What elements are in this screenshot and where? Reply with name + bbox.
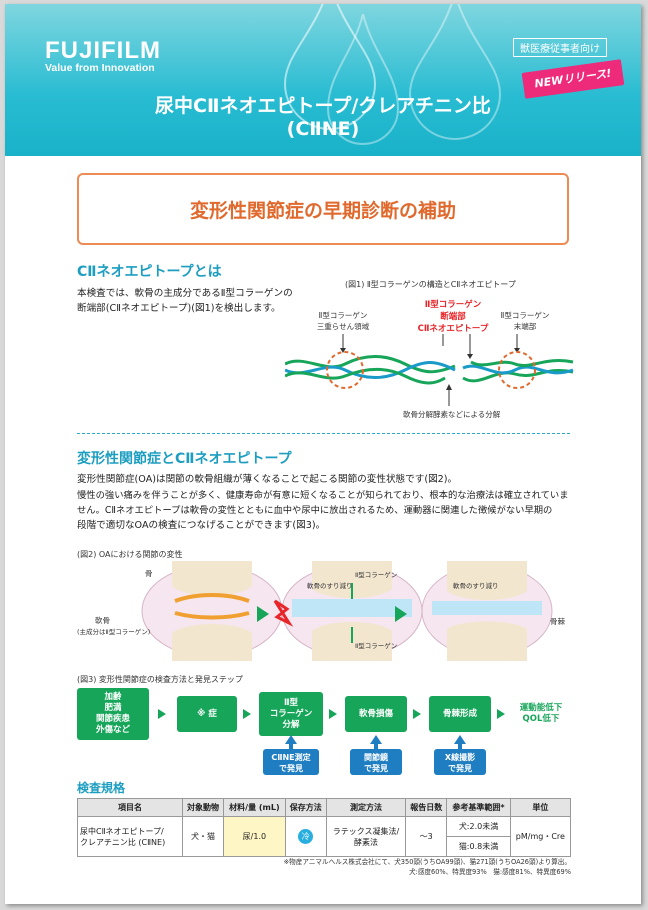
- fig2-collagen-label-2: Ⅱ型コラーゲン: [355, 642, 398, 650]
- flow-arrow: [158, 709, 166, 719]
- flow-arrow: [243, 709, 251, 719]
- fig2-spur-label: 骨棘: [550, 617, 565, 626]
- detect-cii-ne: CⅡNE測定 で発見: [263, 749, 319, 775]
- fig1-label-enzyme: 軟骨分解酵素などによる分解: [403, 410, 501, 419]
- cell-ref-cat: 猫:0.8未満: [446, 836, 511, 857]
- headline-banner: 変形性関節症の早期診断の補助: [77, 173, 569, 245]
- spec-header-row: 項目名 対象動物 材料/量 (mL) 保存方法 測定方法 報告日数 参考基準範囲…: [77, 798, 572, 817]
- headline-text: 変形性関節症の早期診断の補助: [189, 200, 456, 222]
- cell-days: 〜3: [405, 816, 448, 857]
- section1-text-1: 本検査では、軟骨の主成分であるⅡ型コラーゲンの: [77, 288, 293, 299]
- fig1-label-end: Ⅱ型コラーゲン 末端部: [495, 310, 555, 332]
- water-drop-decoration-2: [326, 14, 400, 145]
- detect-arrow: [458, 743, 462, 749]
- cell-method: ラテックス凝集法/ 酵素法: [325, 816, 407, 857]
- page-title-line1: 尿中CⅡネオエピトープ/クレアチニン比: [155, 95, 491, 117]
- cell-ref-dog: 犬:2.0未満: [446, 816, 511, 837]
- flow-step-collagen: Ⅱ型 コラーゲン 分解: [259, 692, 323, 736]
- brand-logo: FUJIFILM: [45, 37, 161, 64]
- fig1-label-triple: Ⅱ型コラーゲン 三重らせん領域: [313, 310, 373, 332]
- flow-arrow: [413, 709, 421, 719]
- section2-para-4: 段階で適切なOAの検査につなげることができます(図3)。: [77, 520, 326, 531]
- joint-degeneration-figure: [141, 561, 553, 661]
- spec-table: 項目名 対象動物 材料/量 (mL) 保存方法 測定方法 報告日数 参考基準範囲…: [77, 798, 572, 857]
- th-unit: 単位: [509, 798, 572, 817]
- fig1-label-cut-3: CⅡネオエピトープ: [417, 324, 489, 334]
- detect-arrow-head: [454, 735, 466, 744]
- refrigerated-icon: 冷: [298, 829, 314, 844]
- th-storage: 保存方法: [284, 798, 327, 817]
- fig2-bone-label: 骨: [145, 569, 153, 578]
- cell-item: 尿中CⅡネオエピトープ/ クレアチニン比 (CⅡNE): [77, 816, 183, 857]
- detect-arrow: [289, 743, 293, 749]
- water-drop-decoration: [283, 4, 377, 130]
- page-title-line2: (CⅡNE): [286, 118, 360, 140]
- fig2-cartilage-note: (主成分はⅡ型コラーゲン): [77, 628, 151, 636]
- audience-label: 獣医療従事者向け: [513, 38, 607, 57]
- detect-arthroscopy: 関節鏡 で発見: [350, 749, 402, 775]
- collagen-structure-figure: [285, 334, 574, 406]
- cell-storage: 冷: [284, 816, 327, 857]
- figure2-title: (図2) OAにおける関節の変性: [77, 550, 183, 559]
- th-method: 測定方法: [325, 798, 407, 817]
- flow-step-cause: 加齢 肥満 関節疾患 外傷など: [77, 688, 149, 740]
- header-band: FUJIFILM Value from Innovation 獣医療従事者向け …: [5, 4, 641, 156]
- fig1-label-end-1: Ⅱ型コラーゲン: [500, 311, 550, 320]
- detect-arrow: [374, 743, 378, 749]
- spec-heading: 検査規格: [77, 781, 126, 795]
- brand-tagline: Value from Innovation: [45, 62, 155, 74]
- th-reference: 参考基準範囲*: [446, 798, 511, 817]
- th-item: 項目名: [77, 798, 183, 817]
- fig1-label-cut-2: 断端部: [440, 312, 466, 322]
- flyer-page: FUJIFILM Value from Innovation 獣医療従事者向け …: [5, 4, 641, 904]
- fig1-label-end-2: 末端部: [513, 322, 537, 331]
- flow-step-spur: 骨棘形成: [429, 696, 491, 732]
- cell-unit: pM/mg・Cre: [509, 816, 572, 857]
- cell-material: 尿/1.0: [223, 816, 286, 857]
- table-row: 尿中CⅡネオエピトープ/ クレアチニン比 (CⅡNE) 犬・猫 尿/1.0 冷 …: [77, 816, 572, 857]
- figure1-title: (図1) Ⅱ型コラーゲンの構造とCⅡネオエピトープ: [345, 280, 516, 289]
- section1-heading: CⅡネオエピトープとは: [77, 264, 222, 280]
- cell-animal: 犬・猫: [181, 816, 225, 857]
- fig2-collagen-label: Ⅱ型コラーゲン: [355, 571, 398, 579]
- flow-step-cartilage: 軟骨損傷: [345, 696, 407, 732]
- fig2-wear-label-2: 軟骨のすり減り: [453, 582, 499, 590]
- footnote-1: ※物産アニマルヘルス株式会社にて、犬350頭(うちOA99頭)、猫271頭(うち…: [283, 858, 571, 866]
- fig1-label-triple-2: 三重らせん領域: [316, 322, 370, 331]
- fig2-wear-label: 軟骨のすり減り: [307, 582, 353, 590]
- fig2-cartilage-label: 軟骨: [95, 616, 110, 625]
- flow-arrow: [329, 709, 337, 719]
- flow-step-symptom: ※ 症: [177, 696, 237, 732]
- fig1-label-cut-1: Ⅱ型コラーゲン: [424, 300, 482, 310]
- water-drop-decoration-3: [408, 4, 502, 140]
- section2-heading: 変形性関節症とCⅡネオエピトープ: [77, 451, 292, 467]
- section-divider: [77, 433, 571, 434]
- detect-arrow-head: [370, 735, 382, 744]
- section1-text-2: 断端部(CⅡネオエピトープ)(図1)を検出します。: [77, 303, 281, 314]
- section2-para-1: 変形性関節症(OA)は関節の軟骨組織が薄くなることで起こる関節の変性状態です(図…: [77, 474, 458, 485]
- th-animal: 対象動物: [181, 798, 225, 817]
- fig1-label-triple-1: Ⅱ型コラーゲン: [318, 311, 368, 320]
- detect-xray: X線撮影 で発見: [434, 749, 486, 775]
- table-row: 猫:0.8未満: [78, 836, 571, 857]
- footnote-2: 犬:感度60%、特異度93% 猫:感度81%、特異度69%: [409, 868, 571, 876]
- th-days: 報告日数: [405, 798, 448, 817]
- th-material: 材料/量 (mL): [223, 798, 286, 817]
- flow-step-outcome: 運動能低下 QOL低下: [511, 692, 571, 736]
- figure3-title: (図3) 変形性関節症の検査方法と発見ステップ: [77, 675, 243, 684]
- detect-arrow-head: [285, 735, 297, 744]
- section2-para-2: 慢性の強い痛みを伴うことが多く、健康寿命が有意に短くなることが知られており、根本…: [77, 490, 569, 501]
- fig1-label-cut: Ⅱ型コラーゲン 断端部 CⅡネオエピトープ: [413, 298, 493, 334]
- section2-para-3: せん。CⅡネオエピトープは軟骨の変性とともに血中や尿中に放出されるため、運動器に…: [77, 505, 553, 516]
- flow-arrow: [497, 709, 505, 719]
